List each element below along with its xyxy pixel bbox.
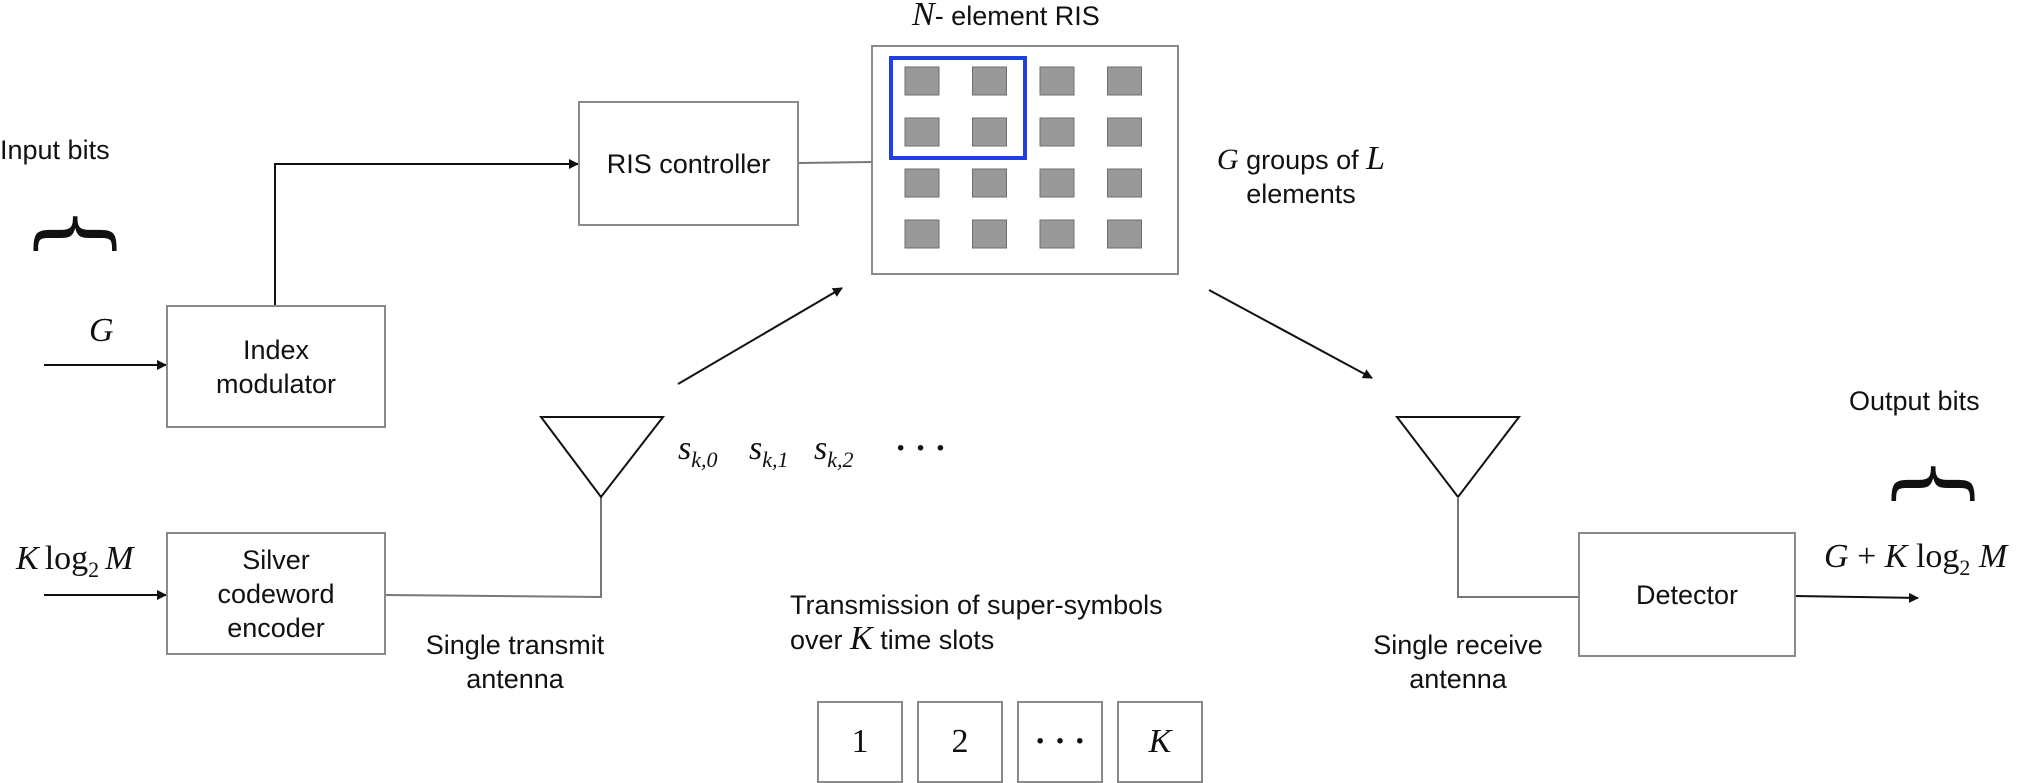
groups-label: G groups of L elements <box>1216 140 1386 210</box>
controller-to-ris-line <box>798 161 873 164</box>
detector-output-arrow <box>1794 592 1919 603</box>
transmission-label: Transmission of super-symbols over K tim… <box>790 590 1163 657</box>
silver-codeword-encoder-block: Silver codeword encoder <box>166 532 386 655</box>
index-modulator-block: Index modulator <box>166 305 386 428</box>
input-bits-brace: { <box>26 205 131 263</box>
ris-element-grid <box>904 66 1142 249</box>
index-modulator-line1: Index <box>242 334 310 365</box>
ris-element <box>1107 219 1142 249</box>
ris-element <box>904 168 940 198</box>
tx-to-ris-arrow <box>677 287 843 385</box>
output-expression: G + K log2 M <box>1824 538 2008 581</box>
symbol-s-k2: sk,2 <box>814 430 854 473</box>
ris-element <box>1107 117 1142 147</box>
modulator-to-controller-arrow <box>274 159 579 305</box>
super-symbol-sequence: sk,0 sk,1 sk,2 · · · <box>678 432 946 477</box>
ris-element <box>904 66 940 96</box>
input-bits-label: Input bits <box>0 135 110 165</box>
output-bits-brace: { <box>1884 455 1989 513</box>
ris-element <box>1039 219 1075 249</box>
ris-element <box>1039 66 1075 96</box>
ris-group-highlight <box>889 56 1027 160</box>
encoder-line2: codeword <box>217 578 335 609</box>
encoder-line1: Silver <box>242 544 310 575</box>
ris-element <box>972 117 1007 147</box>
index-modulator-line2: modulator <box>215 368 337 399</box>
detector-label: Detector <box>1635 579 1739 610</box>
ris-element <box>972 219 1007 249</box>
ris-controller-label: RIS controller <box>606 148 771 179</box>
tx-antenna-label: Single transmit antenna <box>425 630 605 694</box>
encoder-line3: encoder <box>227 612 325 643</box>
ris-element <box>972 168 1007 198</box>
time-slot-k: K <box>1117 701 1203 783</box>
g-input-label: G <box>89 312 114 349</box>
ris-element <box>1039 168 1075 198</box>
ris-title: N- element RIS <box>912 0 1100 33</box>
rx-antenna-icon <box>1394 416 1522 499</box>
ris-element <box>904 219 940 249</box>
time-slot-2: 2 <box>917 701 1003 783</box>
ris-element <box>1039 117 1075 147</box>
ris-element <box>1107 168 1142 198</box>
symbol-s-k1: sk,1 <box>749 430 789 473</box>
symbol-ellipsis: · · · <box>895 430 947 467</box>
ris-to-rx-arrow <box>1208 289 1373 379</box>
time-slot-ellipsis: · · · <box>1017 701 1103 783</box>
output-bits-label: Output bits <box>1849 386 1980 416</box>
detector-block: Detector <box>1578 532 1796 657</box>
time-slot-1: 1 <box>817 701 903 783</box>
ris-element <box>972 66 1007 96</box>
rx-antenna-label: Single receive antenna <box>1373 630 1543 694</box>
ris-element <box>1107 66 1142 96</box>
antenna-to-detector-line <box>1457 497 1578 598</box>
tx-antenna-icon <box>539 416 666 499</box>
symbol-s-k0: sk,0 <box>678 430 718 473</box>
ris-element <box>904 117 940 147</box>
ris-controller-block: RIS controller <box>578 101 799 226</box>
encoder-to-antenna-line <box>384 497 602 599</box>
